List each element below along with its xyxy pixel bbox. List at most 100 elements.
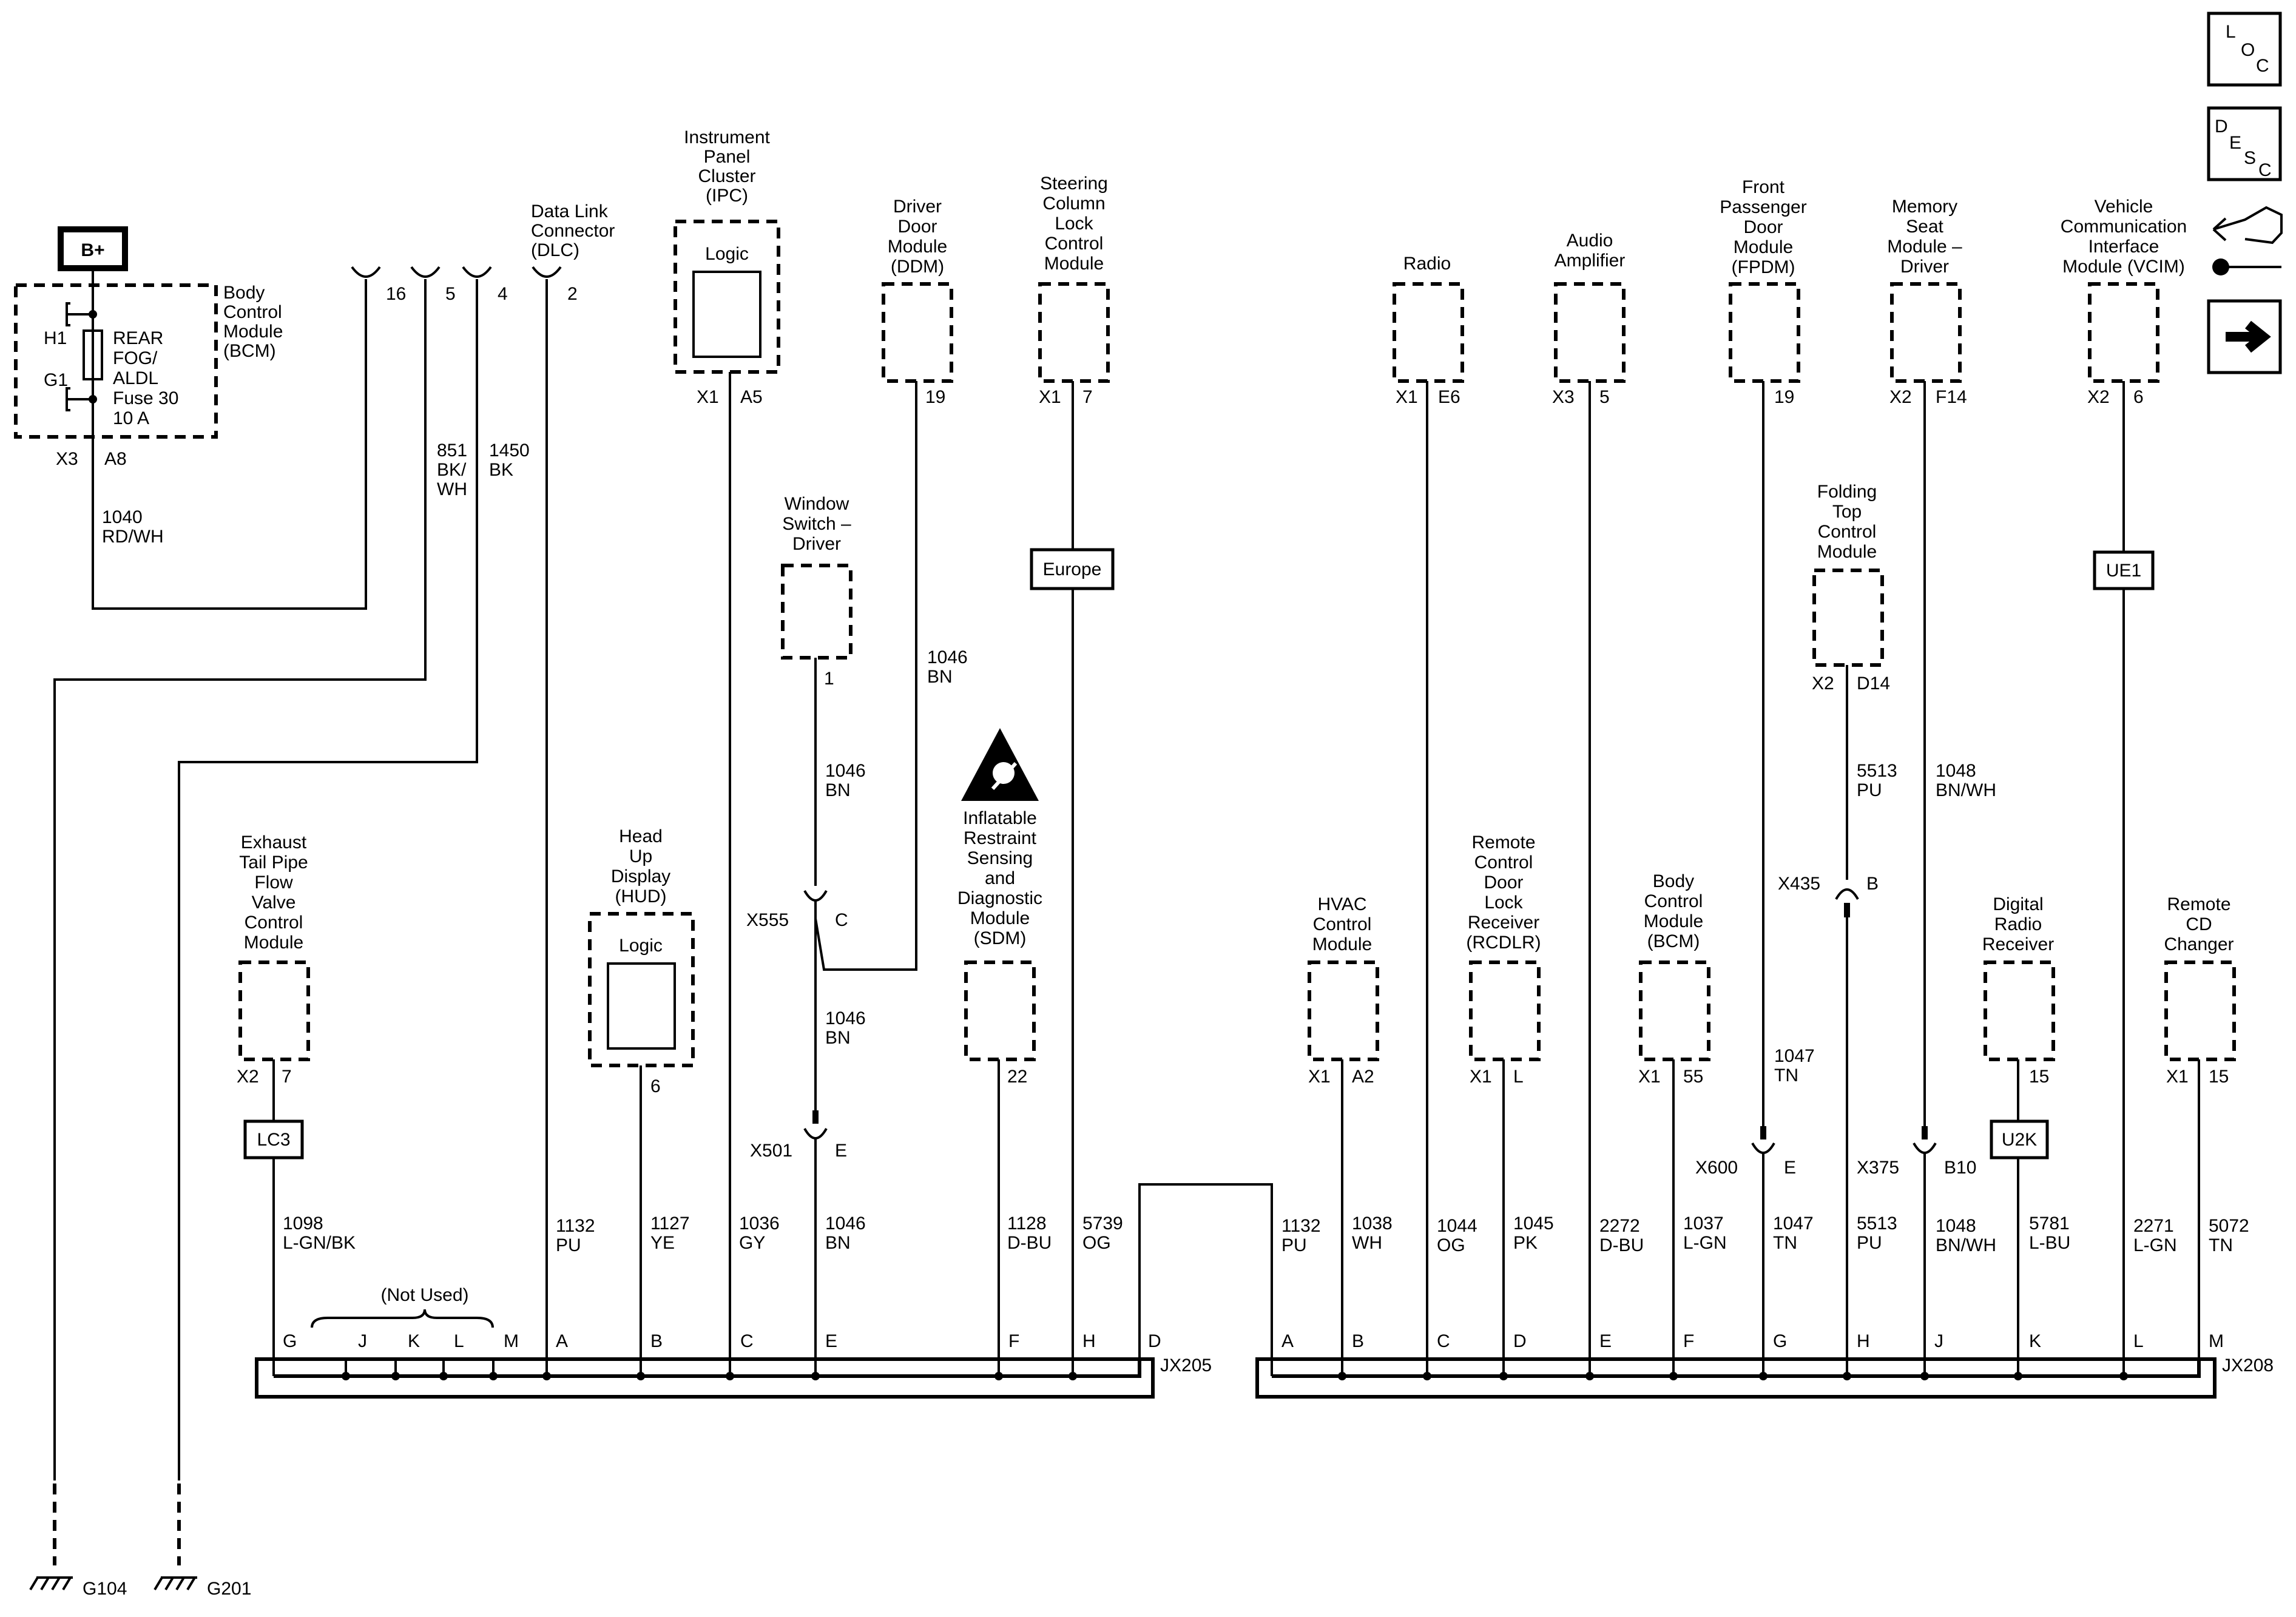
svg-text:1132: 1132: [556, 1216, 595, 1236]
svg-text:(DDM): (DDM): [891, 257, 944, 277]
svg-text:L: L: [1513, 1067, 1524, 1087]
svg-text:JX208: JX208: [2222, 1355, 2274, 1376]
svg-text:10 A: 10 A: [113, 408, 149, 428]
svg-text:PK: PK: [1513, 1233, 1538, 1253]
svg-text:K: K: [408, 1331, 420, 1351]
digital-radio-receiver: Digital Radio Receiver: [1982, 894, 2055, 1061]
svg-text:Communication: Communication: [2061, 217, 2187, 237]
svg-text:A: A: [556, 1331, 568, 1351]
body-control-module-bottom: Body Control Module (BCM): [1639, 871, 1710, 1061]
svg-text:WH: WH: [437, 479, 467, 499]
svg-text:BK/: BK/: [437, 460, 467, 480]
svg-text:X1: X1: [2166, 1067, 2189, 1087]
svg-text:Window: Window: [785, 494, 849, 514]
svg-text:UE1: UE1: [2106, 561, 2141, 581]
communication-icon[interactable]: [2212, 206, 2283, 245]
arrow-right-icon[interactable]: [2207, 299, 2282, 374]
svg-text:C: C: [835, 910, 848, 930]
svg-text:PU: PU: [556, 1235, 581, 1255]
svg-text:16: 16: [386, 284, 406, 304]
ground-g104: G104: [29, 1576, 127, 1599]
svg-text:Diagnostic: Diagnostic: [957, 888, 1042, 908]
svg-text:Module: Module: [1644, 911, 1703, 931]
svg-text:1038: 1038: [1352, 1214, 1393, 1234]
svg-text:Column: Column: [1042, 194, 1105, 214]
svg-text:Remote: Remote: [1471, 832, 1535, 852]
body-control-module-top: Body Control Module (BCM) H1 G1 REAR FOG…: [14, 283, 283, 439]
svg-text:1: 1: [824, 669, 834, 689]
svg-text:B: B: [1866, 874, 1879, 894]
svg-text:H1: H1: [44, 328, 67, 348]
svg-text:X3: X3: [1552, 387, 1575, 407]
svg-text:Top: Top: [1832, 502, 1862, 522]
battery-positive-label: B+: [58, 226, 128, 271]
connector-x375: X375 B10: [1857, 1126, 1976, 1376]
svg-text:Control: Control: [223, 302, 282, 322]
not-used-pins: (Not Used): [311, 1285, 495, 1376]
svg-text:Body: Body: [1653, 871, 1694, 891]
svg-text:F: F: [1008, 1331, 1019, 1351]
svg-text:Passenger: Passenger: [1720, 197, 1806, 217]
svg-text:Connector: Connector: [531, 221, 615, 241]
loc-button[interactable]: L O C: [2207, 12, 2282, 87]
svg-text:2: 2: [567, 284, 578, 304]
remote-control-door-lock-receiver: Remote Control Door Lock Receiver (RCDLR…: [1466, 832, 1541, 1061]
svg-text:O: O: [2241, 40, 2255, 60]
svg-text:L: L: [2226, 22, 2236, 42]
svg-text:Lock: Lock: [1484, 893, 1523, 913]
svg-text:X1: X1: [1638, 1067, 1661, 1087]
svg-text:1127: 1127: [650, 1214, 690, 1234]
svg-text:Radio: Radio: [1403, 254, 1451, 274]
svg-text:X1: X1: [1470, 1067, 1492, 1087]
svg-text:OG: OG: [1082, 1233, 1111, 1253]
svg-text:D: D: [2215, 116, 2228, 137]
svg-text:2271: 2271: [2133, 1216, 2174, 1236]
svg-text:WH: WH: [1352, 1233, 1382, 1253]
svg-text:Switch –: Switch –: [782, 514, 851, 534]
svg-text:E6: E6: [1438, 387, 1460, 407]
svg-text:Control: Control: [245, 913, 303, 933]
svg-text:Flow: Flow: [254, 873, 293, 893]
svg-text:5072: 5072: [2209, 1216, 2249, 1236]
jx208-splice-dots: [1338, 1372, 2128, 1380]
svg-text:D: D: [1148, 1331, 1161, 1351]
svg-text:Body: Body: [223, 283, 265, 303]
svg-text:5739: 5739: [1082, 1214, 1123, 1234]
svg-text:D14: D14: [1857, 673, 1890, 694]
svg-text:Inflatable: Inflatable: [963, 808, 1037, 828]
airbag-warning-icon: [961, 728, 1039, 801]
svg-text:X1: X1: [1039, 387, 1061, 407]
svg-text:YE: YE: [650, 1233, 675, 1253]
svg-text:FOG/: FOG/: [113, 348, 158, 368]
vehicle-communication-interface-module: Vehicle Communication Interface Module (…: [2061, 197, 2187, 383]
svg-text:Instrument: Instrument: [684, 127, 770, 147]
svg-text:Control: Control: [1644, 891, 1703, 911]
svg-text:5513: 5513: [1857, 1214, 1897, 1234]
svg-text:C: C: [740, 1331, 754, 1351]
svg-text:1048: 1048: [1936, 1216, 1976, 1236]
svg-text:1098: 1098: [283, 1214, 323, 1234]
wrench-icon[interactable]: [2212, 258, 2281, 275]
svg-text:OG: OG: [1437, 1235, 1465, 1255]
svg-text:22: 22: [1007, 1067, 1027, 1087]
svg-text:BN/WH: BN/WH: [1936, 1235, 1996, 1255]
svg-text:Up: Up: [629, 846, 652, 866]
remote-cd-changer: Remote CD Changer: [2164, 894, 2236, 1061]
svg-text:M: M: [2209, 1331, 2224, 1351]
svg-text:851: 851: [437, 441, 467, 461]
svg-text:Interface: Interface: [2088, 237, 2159, 257]
svg-text:Restraint: Restraint: [964, 828, 1037, 848]
head-up-display: Head Up Display (HUD) Logic: [588, 826, 695, 1067]
svg-text:G1: G1: [44, 370, 68, 390]
svg-text:J: J: [1934, 1331, 1943, 1351]
svg-text:B: B: [650, 1331, 663, 1351]
svg-text:H: H: [1082, 1331, 1096, 1351]
svg-text:Digital: Digital: [1993, 894, 2043, 914]
svg-text:X555: X555: [746, 910, 789, 930]
svg-text:HVAC: HVAC: [1317, 894, 1366, 914]
svg-text:Panel: Panel: [704, 147, 751, 167]
svg-text:X1: X1: [1396, 387, 1418, 407]
svg-text:1046: 1046: [825, 1214, 866, 1234]
svg-text:TN: TN: [1773, 1233, 1797, 1253]
desc-button[interactable]: D E S C: [2207, 106, 2282, 181]
